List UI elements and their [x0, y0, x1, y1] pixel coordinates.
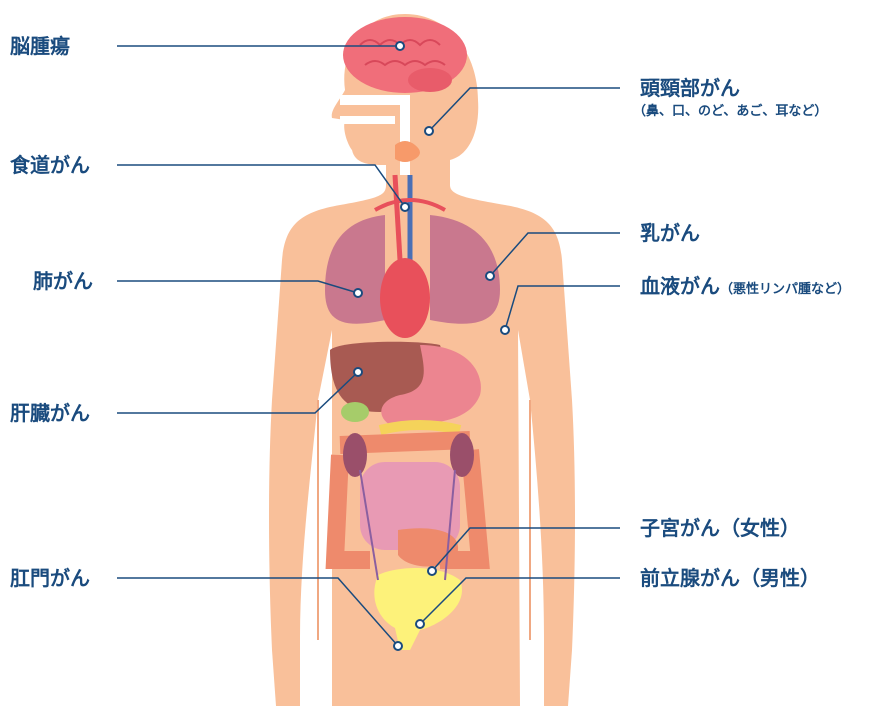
head-neck-label: 頭頸部がん: [640, 76, 740, 100]
esophagus-dot: [401, 203, 409, 211]
uterus-dot: [428, 567, 436, 575]
lung-label: 肺がん: [33, 269, 93, 293]
heart-organ: [380, 258, 430, 338]
gallbladder-organ: [341, 402, 369, 422]
brain-label: 脳腫瘍: [10, 34, 70, 58]
esophagus-label: 食道がん: [10, 153, 90, 177]
lung-dot: [354, 289, 362, 297]
anus-dot: [394, 642, 402, 650]
breast-label: 乳がん: [640, 221, 700, 245]
pancreas-organ: [380, 425, 460, 430]
blood-label: 血液がん（悪性リンパ腫など）: [640, 274, 850, 302]
uterus-label: 子宮がん（女性）: [640, 516, 800, 540]
anus-label: 肛門がん: [10, 566, 90, 590]
prostate-label: 前立腺がん（男性）: [640, 566, 820, 590]
head-neck-dot: [425, 127, 433, 135]
blood-label-note: （悪性リンパ腫など）: [720, 282, 850, 297]
blood-dot: [501, 326, 509, 334]
blood-label-text: 血液がん: [640, 274, 720, 298]
brain-dot: [396, 42, 404, 50]
liver-dot: [354, 368, 362, 376]
head-neck-note: （鼻、口、のど、あご、耳など）: [633, 104, 827, 120]
kidney-left-organ: [343, 433, 367, 477]
liver-label: 肝臓がん: [10, 401, 90, 425]
breast-dot: [486, 272, 494, 280]
brain-organ: [343, 17, 467, 93]
prostate-dot: [416, 620, 424, 628]
